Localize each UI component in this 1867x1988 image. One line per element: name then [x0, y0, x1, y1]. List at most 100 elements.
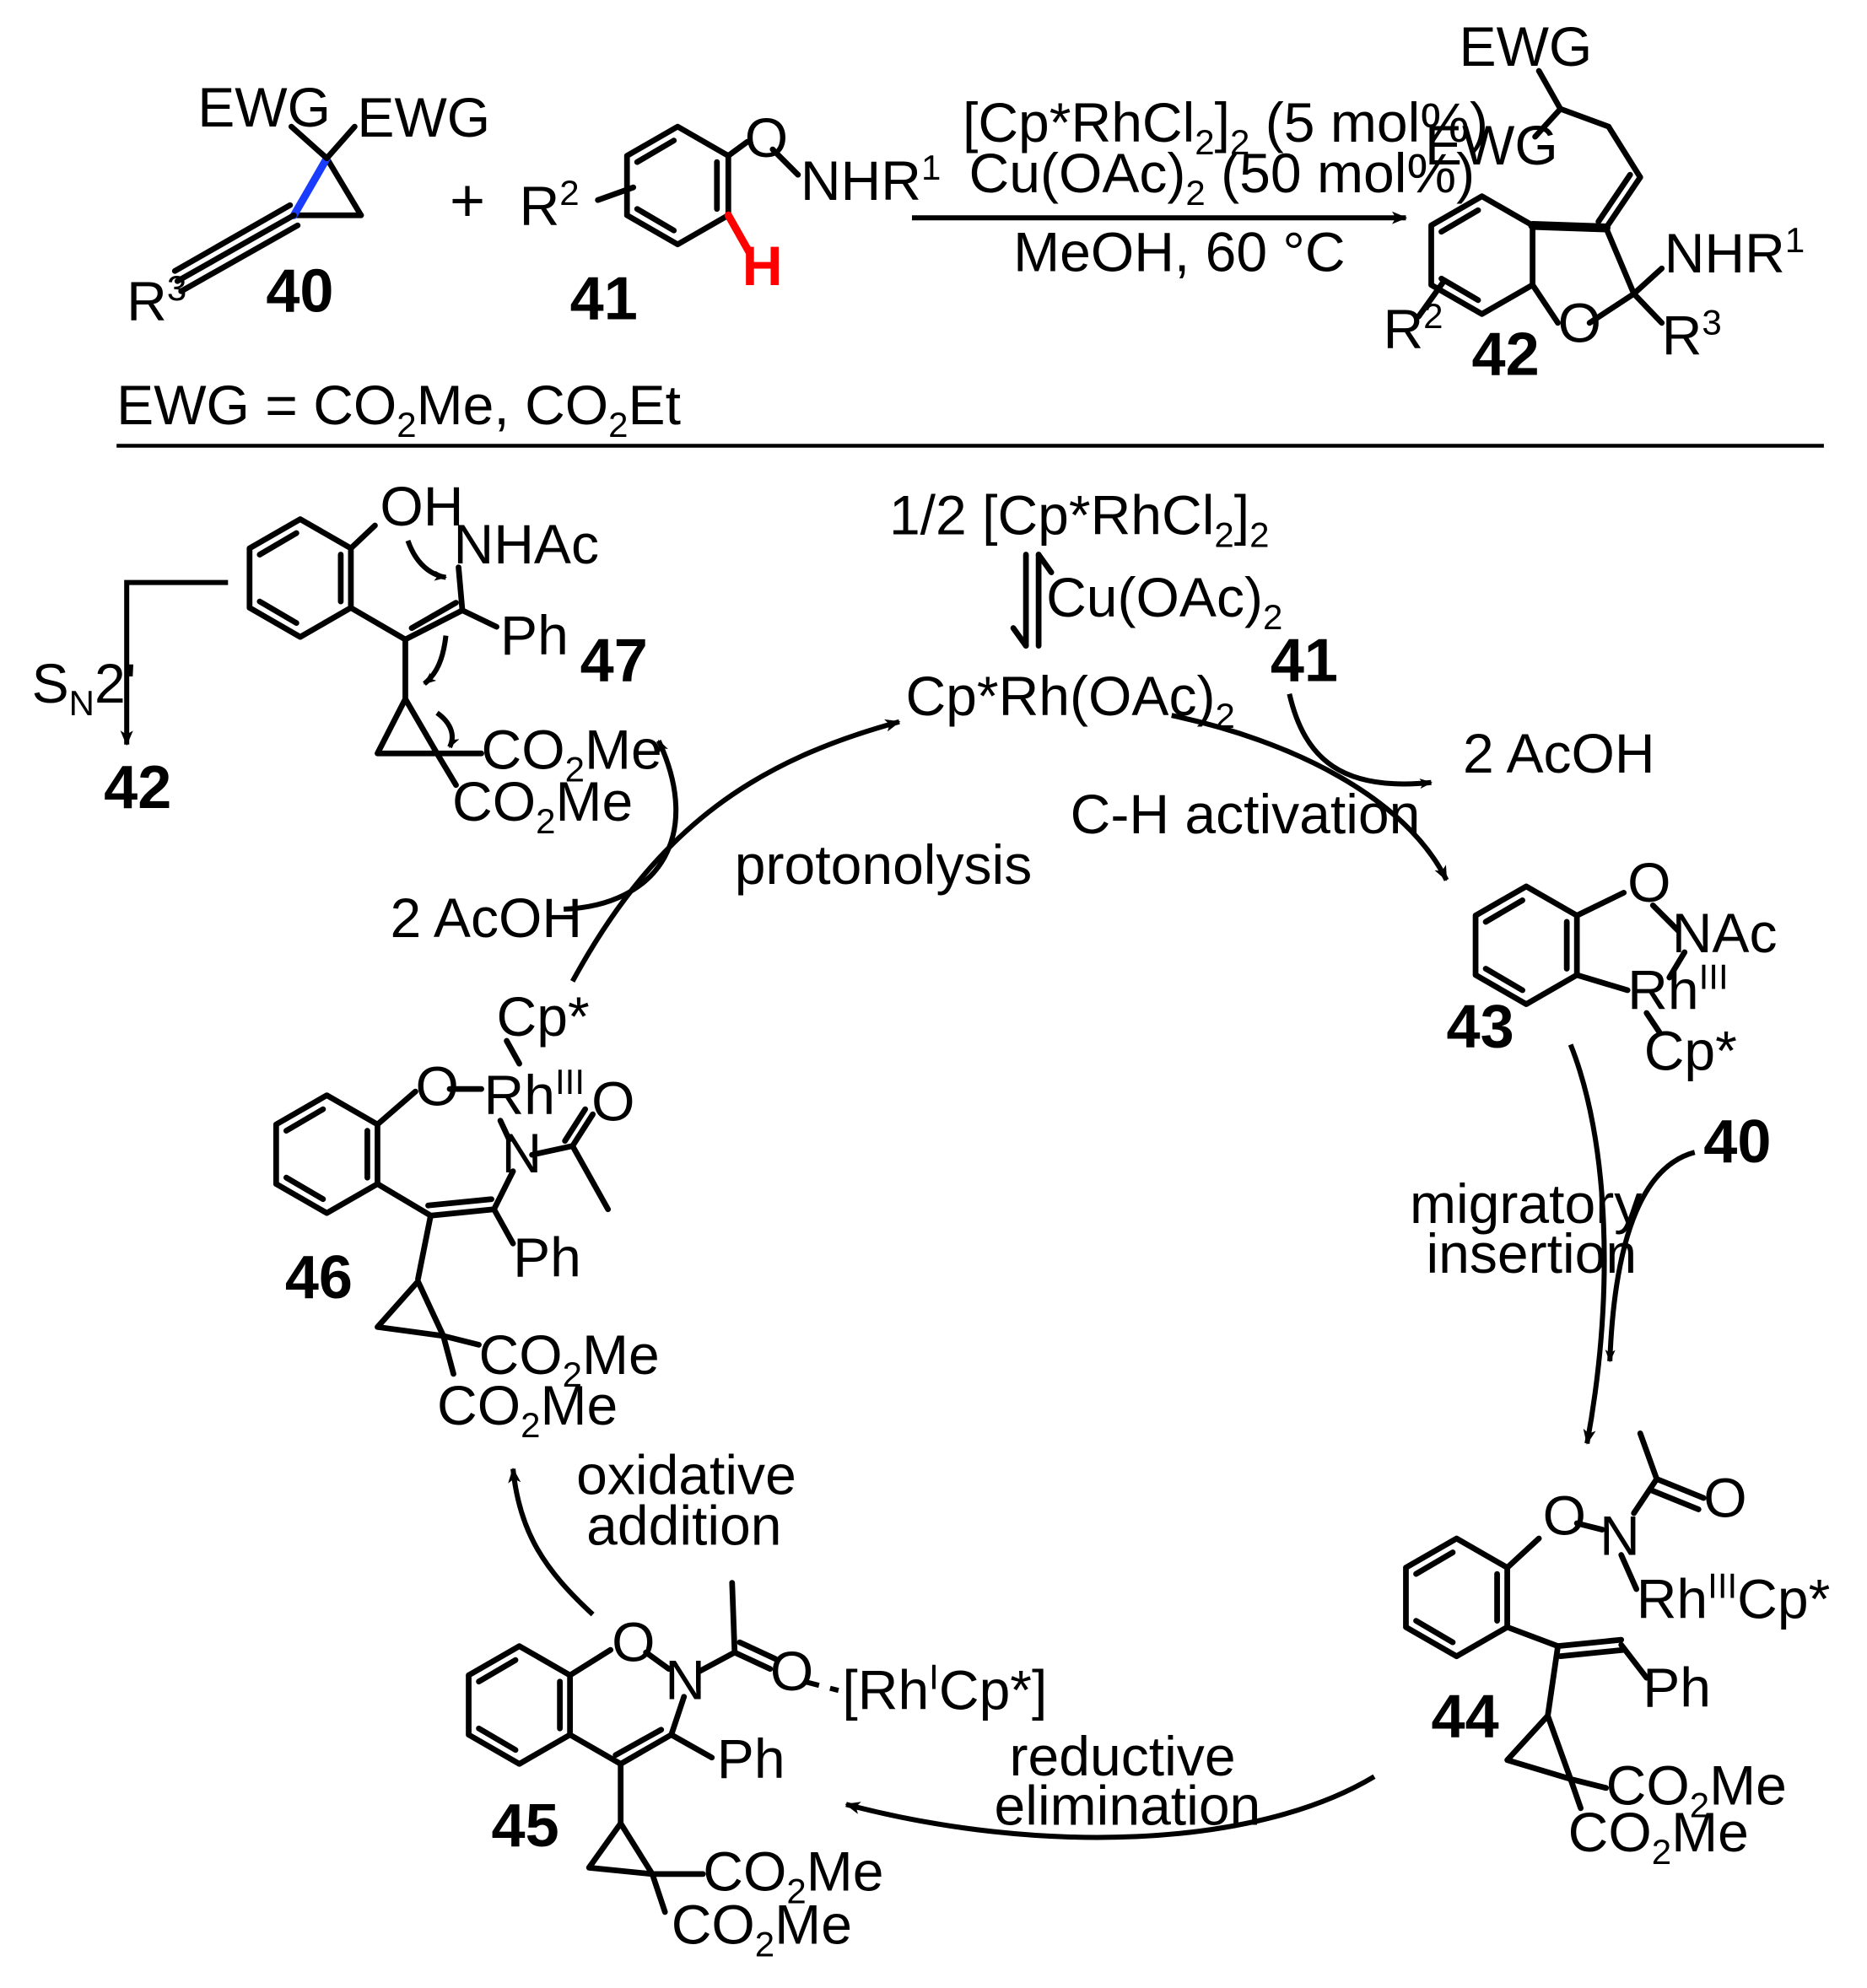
copper-acetate-label: Cu(OAc)2 — [1046, 566, 1282, 637]
conditions-label: MeOH, 60 °C — [1013, 220, 1345, 283]
oxidative-label-line2: addition — [586, 1495, 781, 1557]
catalyst-label: [Cp*RhCl2]2 (5 mol%) — [963, 91, 1488, 162]
rh-label: RhIII — [484, 1062, 585, 1126]
curly-arrow-cyclopropane — [435, 710, 460, 749]
compound-46: O RhIII Cp* N O Ph CO2Me CO2Me 46 — [272, 985, 660, 1445]
precatalyst-label: 1/2 [Cp*RhCl2]2 — [889, 484, 1270, 555]
ester-label-a: CO2Me — [1606, 1754, 1787, 1824]
migratory-insertion-arrow — [1568, 1043, 1607, 1445]
cp-label: Cp* — [497, 985, 590, 1048]
compound-43: O NAc RhIII Cp* 43 — [1447, 851, 1778, 1082]
compound-number-46: 46 — [285, 1244, 353, 1312]
phenyl-label: Ph — [1643, 1657, 1711, 1719]
compound-41: O NHR1 H R2 41 — [520, 106, 942, 332]
cp-label: Cp* — [1644, 1020, 1737, 1082]
ester-label-b: CO2Me — [1568, 1801, 1749, 1872]
rh-complex-label: [RhICp*] — [842, 1657, 1047, 1721]
nhr1-label: NHR1 — [1665, 220, 1805, 284]
highlighted-ch-bond — [724, 211, 754, 257]
oxygen-label: O — [415, 1055, 458, 1118]
ewg-definition: EWG = CO2Me, CO2Et — [116, 374, 681, 444]
nac-label: NAc — [1672, 902, 1778, 964]
compound-number-45: 45 — [492, 1792, 559, 1860]
oxidative-addition-arrow — [508, 1467, 595, 1617]
ewg-label-b: EWG — [357, 86, 490, 148]
highlighted-bond — [289, 154, 331, 219]
compound-47: OH NHAc Ph CO2Me CO2Me 47 — [246, 475, 662, 841]
ewg-label-a: EWG — [197, 76, 331, 138]
compound-40: EWG EWG R3 40 — [127, 76, 490, 332]
alkyne-triple-bond — [171, 202, 301, 294]
compound-number-42: 42 — [1472, 321, 1540, 388]
benzene-ring — [623, 123, 731, 248]
ester-label-a: CO2Me — [703, 1840, 883, 1910]
r2-label: R2 — [1383, 296, 1443, 360]
ch-activation-label: C-H activation — [1071, 783, 1421, 845]
ester-label-a: CO2Me — [482, 718, 662, 789]
acoh-release-arrow — [1287, 693, 1433, 789]
nitrogen-label: N — [502, 1122, 542, 1184]
h-label: H — [742, 234, 783, 297]
compound-number-47: 47 — [580, 628, 648, 695]
ester-label-a: CO2Me — [479, 1323, 660, 1394]
compound-44: O N O RhIIICp* Ph CO2Me CO2Me 44 — [1403, 1430, 1831, 1872]
curly-arrow-oh — [405, 539, 447, 581]
compound-number-40: 40 — [266, 257, 333, 325]
carbonyl-oxygen-label: O — [770, 1640, 813, 1702]
r2-label: R2 — [520, 173, 580, 237]
ester-label-b: CO2Me — [437, 1374, 618, 1445]
acoh-uptake-arrow — [564, 739, 679, 912]
oxidative-label-line1: oxidative — [576, 1444, 796, 1506]
active-catalyst-label: Cp*Rh(OAc)2 — [905, 665, 1234, 735]
alkyne-addition-arrow — [1605, 1150, 1696, 1363]
oxygen-label: O — [612, 1611, 655, 1673]
reagent-41-label: 41 — [1271, 628, 1338, 695]
compound-number-41: 41 — [570, 265, 638, 332]
ewg-label-b: EWG — [1425, 114, 1558, 176]
reagent-40-label: 40 — [1703, 1108, 1771, 1176]
oxygen-label: O — [745, 106, 788, 169]
sn2-label: SN2' — [32, 652, 137, 723]
plus-sign: + — [450, 168, 485, 235]
carbonyl-oxygen-label: O — [591, 1070, 634, 1133]
reductive-elimination-arrow — [844, 1774, 1376, 1840]
sn2-prime-pathway: SN2' 42 — [32, 579, 229, 822]
product-42-label: 42 — [104, 754, 171, 822]
sn2-arrow — [120, 579, 229, 746]
protonolysis-arrow — [569, 719, 901, 983]
nhac-label: NHAc — [454, 513, 599, 575]
nitrogen-label: N — [1600, 1505, 1640, 1567]
migratory-label-line1: migratory — [1410, 1172, 1642, 1235]
ester-label-b: CO2Me — [452, 770, 633, 841]
oxygen-label: O — [1543, 1484, 1586, 1547]
acoh-out-label: 2 AcOH — [1463, 722, 1655, 784]
phenyl-label: Ph — [717, 1727, 785, 1790]
acoh-in-label: 2 AcOH — [390, 886, 582, 949]
nitrogen-label: N — [665, 1649, 705, 1711]
hydroxyl-label: OH — [380, 475, 463, 537]
reaction-arrow-group: [Cp*RhCl2]2 (5 mol%) Cu(OAc)2 (50 mol%) … — [911, 91, 1488, 283]
protonolysis-label: protonolysis — [735, 833, 1032, 896]
compound-45: O N O [RhICp*] Ph CO2Me CO2Me 45 — [466, 1580, 1047, 1964]
compound-number-43: 43 — [1447, 994, 1514, 1061]
reductive-label-line2: elimination — [995, 1774, 1261, 1836]
oxygen-label: O — [1627, 851, 1670, 913]
phenyl-label: Ph — [513, 1226, 581, 1288]
benzofuran-ring — [1428, 193, 1638, 326]
compound-number-44: 44 — [1432, 1684, 1499, 1751]
r3-label: R3 — [1662, 302, 1722, 366]
curly-arrow-alkene — [423, 635, 449, 687]
migratory-label-line2: insertion — [1426, 1222, 1637, 1285]
oxidant-label: Cu(OAc)2 (50 mol%) — [969, 142, 1476, 213]
ester-label-b: CO2Me — [672, 1893, 852, 1964]
carbonyl-oxygen-label: O — [1703, 1467, 1746, 1529]
nhr1-label: NHR1 — [801, 148, 941, 212]
ch-activation-arrow — [1171, 713, 1449, 881]
reductive-label-line1: reductive — [1010, 1725, 1236, 1787]
rh-label: RhIIICp* — [1637, 1566, 1831, 1630]
rh-label: RhIII — [1627, 956, 1728, 1021]
compound-42: EWG EWG O NHR1 R3 R2 42 — [1383, 15, 1805, 388]
cyclopropane-ring — [289, 154, 364, 219]
oxygen-label: O — [1558, 291, 1601, 353]
